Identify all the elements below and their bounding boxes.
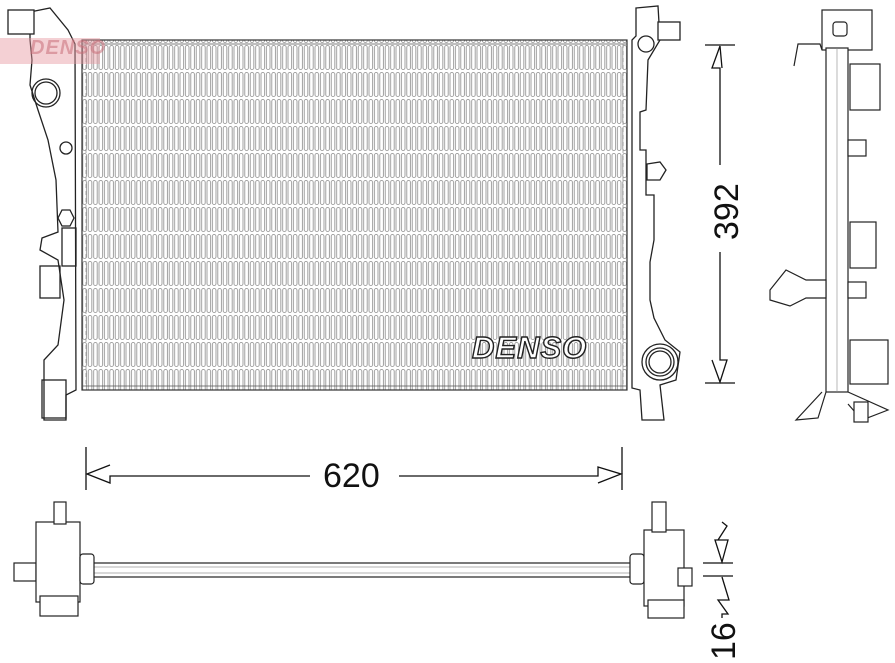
front-view (7, 5, 681, 421)
watermark-logo: DENSO (30, 37, 107, 59)
height-dimension (705, 44, 735, 385)
thickness-dimension (703, 521, 733, 618)
top-view (13, 501, 693, 619)
side-view (769, 9, 890, 423)
right-tank (631, 5, 681, 421)
width-dimension (85, 447, 623, 490)
left-tank (7, 7, 77, 421)
thickness-dimension-label: 16 (705, 622, 743, 660)
watermark-band (0, 38, 100, 64)
height-dimension-label: 392 (708, 183, 746, 240)
width-dimension-label: 620 (323, 457, 380, 495)
radiator-core (81, 39, 628, 391)
brand-logo: DENSO (471, 329, 588, 365)
